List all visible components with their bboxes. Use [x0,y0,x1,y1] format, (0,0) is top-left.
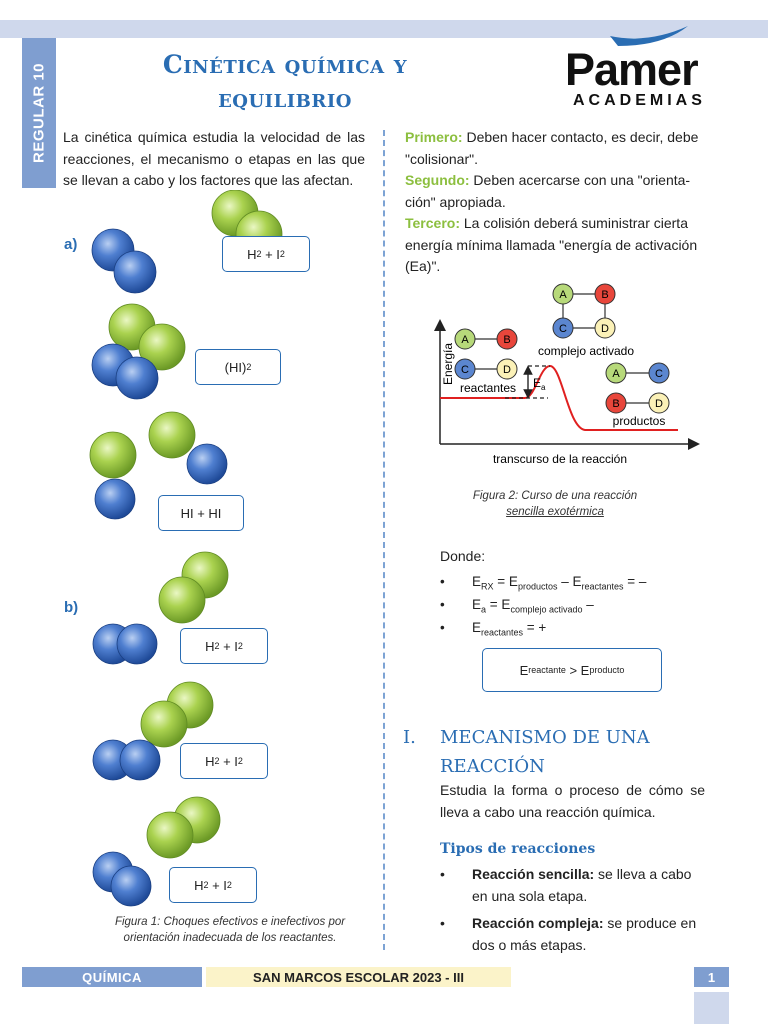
green-sphere [89,431,137,479]
atom-c [648,362,670,384]
atom-b [496,328,518,350]
blue-sphere [186,443,228,485]
molecule-group-b3 [92,796,221,907]
condition-list: Primero: Deben hacer contacto, es decir,… [405,127,705,278]
blue-sphere [119,739,161,781]
molecule-group-b1 [92,551,229,665]
svg-text:A: A [612,368,620,380]
atom-c [454,358,476,380]
blue-sphere [113,250,157,294]
reactantes-label: reactantes [460,381,516,395]
atom-a [605,362,627,384]
ea-label: Ea [533,376,546,392]
figure2-energy-diagram: Energía Ea A B C D complejo activado A B… [434,283,700,466]
green-sphere [146,811,194,859]
molecule-group-b2 [92,681,214,781]
equation-list: ERX = Eproductos – Ereactantes = – Ea = … [440,570,720,639]
molecule-group-a2 [91,303,186,400]
equation-ereactantes: Ereactantes = + [440,616,720,639]
footer-course: SAN MARCOS ESCOLAR 2023 - III [206,967,511,987]
footer-subject: QUÍMICA [22,967,202,987]
blue-sphere [116,623,158,665]
blue-sphere [115,356,159,400]
reaction-type-simple: Reacción sencilla: se lleva a cabo en un… [440,864,710,907]
page-title: Cinética química y equilibrio [120,48,450,116]
figure1-caption: Figura 1: Choques efectivos e inefectivo… [114,916,346,944]
reaction-type-complex: Reacción compleja: se produce en dos o m… [440,913,710,956]
title-line-2: equilibrio [218,84,352,113]
svg-text:B: B [503,334,510,346]
formula-box-hi2: (HI)2 [195,349,281,385]
atom-b [605,392,627,414]
section-title: I.MECANISMO DE UNA REACCIÓN [403,727,650,777]
green-sphere [140,700,188,748]
footer-band [694,992,729,1024]
svg-text:B: B [601,289,608,301]
logo-wordmark: Pamer [565,44,699,95]
donde-label: Donde: [440,548,486,564]
svg-text:D: D [655,398,663,410]
complejo-label: complejo activado [538,344,634,358]
svg-text:D: D [503,364,511,376]
svg-text:A: A [559,289,567,301]
atom-a [454,328,476,350]
productos-label: productos [613,414,666,428]
svg-text:C: C [655,368,663,380]
svg-text:D: D [601,323,609,335]
condition-second: Segundo: Deben acercarse con una "orient… [405,172,691,210]
molecule-group-a3 [89,411,228,520]
column-divider [383,130,385,950]
condition-first: Primero: Deben hacer contacto, es decir,… [405,129,699,167]
subsection-title: Tipos de reacciones [440,841,596,857]
atom-d [496,358,518,380]
y-axis-label: Energía [441,343,455,385]
svg-text:B: B [612,398,619,410]
figure1-molecules [89,190,283,907]
atom-b [594,283,616,305]
svg-text:C: C [559,323,567,335]
figure2-caption: Figura 2: Curso de una reacción sencilla… [472,490,638,518]
atom-a [552,283,574,305]
green-sphere [138,323,186,371]
blue-sphere [110,865,152,907]
equation-erx: ERX = Eproductos – Ereactantes = – [440,570,720,593]
blue-sphere [94,478,136,520]
formula-box-hi-hi: HI + HI [158,495,244,531]
title-line-1: Cinética química y [162,50,408,79]
figure1-label-a: a) [64,236,78,253]
atom-d [594,317,616,339]
svg-text:C: C [461,364,469,376]
atom-d [648,392,670,414]
reaction-type-list: Reacción sencilla: se lleva a cabo en un… [440,864,710,962]
green-sphere [158,576,206,624]
intro-paragraph: La cinética química estudia la velocidad… [63,129,365,188]
top-band [0,20,768,38]
logo-swoosh-icon [610,26,688,46]
figure1-label-b: b) [64,599,79,616]
logo-subtitle: ACADEMIAS [573,92,706,109]
side-tab: REGULAR 10 [22,38,56,188]
svg-text:A: A [461,334,469,346]
page-number: 1 [694,967,729,987]
side-tab-label: REGULAR 10 [30,62,48,164]
equation-ea: Ea = Ecomplejo activado – [440,593,720,616]
atom-c [552,317,574,339]
condition-third: Tercero: La colisión deberá suministrar … [405,215,698,274]
green-sphere [148,411,196,459]
section-body: Estudia la forma o proceso de cómo se ll… [440,782,705,820]
x-axis-label: transcurso de la reacción [493,452,627,466]
